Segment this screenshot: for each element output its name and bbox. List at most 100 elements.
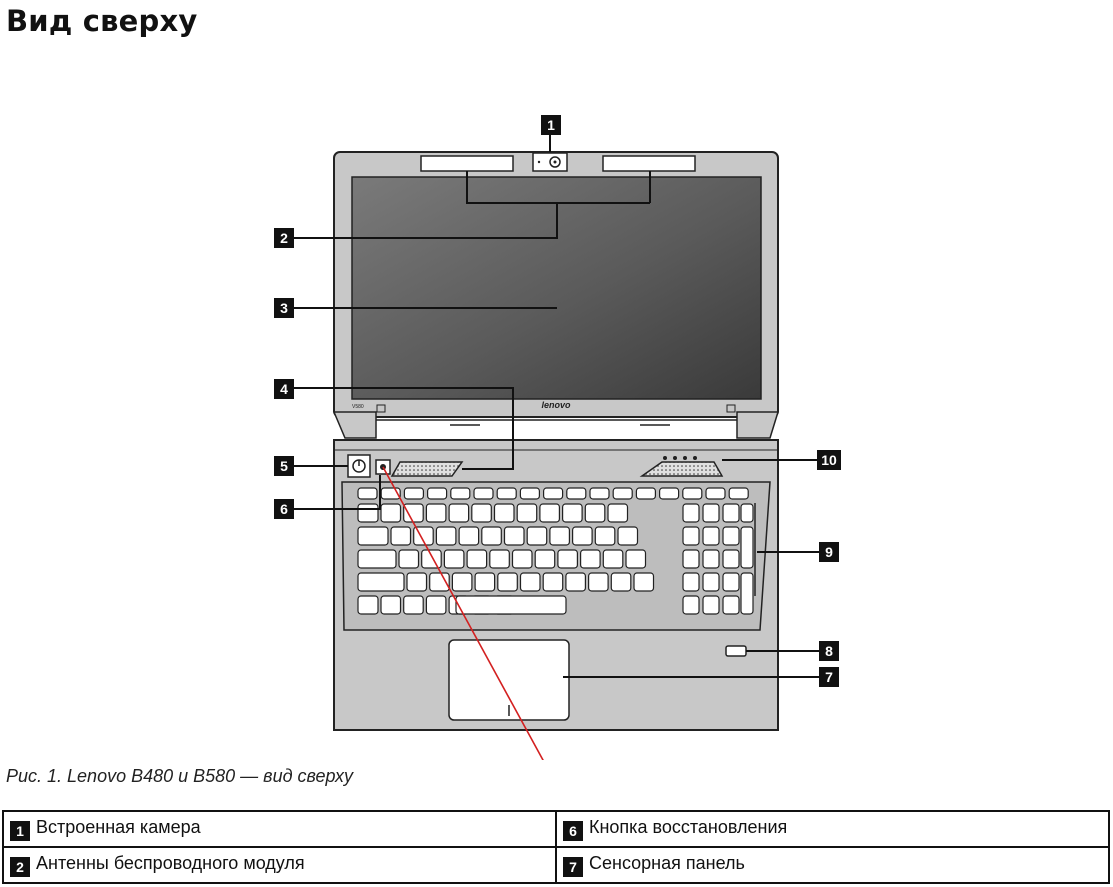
fingerprint-reader — [725, 645, 747, 657]
key — [406, 572, 428, 592]
camera-indicator — [537, 160, 541, 164]
key — [635, 487, 657, 500]
callout-7: 7 — [819, 667, 839, 687]
model-label: V580 — [352, 404, 364, 410]
key — [497, 572, 518, 592]
key — [519, 487, 541, 500]
svg-text:4: 4 — [280, 381, 288, 397]
key — [380, 595, 402, 615]
legend-row: 2 Антенны беспроводного модуля 7 Сенсорная… — [2, 846, 1110, 884]
key — [594, 526, 616, 546]
key — [403, 595, 424, 615]
callout-1: 1 — [541, 115, 561, 135]
key — [380, 503, 402, 523]
key — [398, 549, 420, 569]
key — [493, 503, 515, 523]
svg-text:1: 1 — [547, 117, 555, 133]
legend-text: Сенсорная панель — [589, 853, 745, 873]
key — [403, 503, 424, 523]
key — [584, 503, 606, 523]
callout-5: 5 — [274, 456, 294, 476]
key — [473, 487, 494, 500]
key — [455, 595, 567, 615]
key — [561, 503, 583, 523]
brand-logo: lenovo — [541, 400, 571, 410]
key — [702, 526, 720, 546]
key — [682, 503, 700, 523]
callout-6: 6 — [274, 499, 294, 519]
legend-cell: 1 Встроенная камера — [2, 810, 557, 848]
key — [429, 572, 450, 592]
callout-4: 4 — [274, 379, 294, 399]
key — [722, 549, 740, 569]
key — [357, 503, 379, 523]
key — [474, 572, 496, 592]
legend-text: Встроенная камера — [36, 817, 201, 837]
key — [557, 549, 579, 569]
key — [403, 487, 424, 500]
key — [481, 526, 502, 546]
key — [589, 487, 610, 500]
key — [705, 487, 726, 500]
key — [357, 526, 389, 546]
legend-number: 7 — [563, 857, 583, 877]
key — [542, 487, 564, 500]
key — [702, 549, 720, 569]
callout-lines — [293, 133, 819, 678]
laptop-base — [333, 439, 779, 731]
legend-table: 1 Встроенная камера 6 Кнопка восстановлени… — [2, 810, 1110, 884]
svg-text:5: 5 — [280, 458, 288, 474]
legend-text: Антенны беспроводного модуля — [36, 853, 305, 873]
key — [519, 572, 541, 592]
key — [425, 503, 447, 523]
key — [451, 572, 473, 592]
legend-text: Кнопка восстановления — [589, 817, 788, 837]
laptop-top-view-figure: V580 lenovo — [274, 115, 841, 760]
key — [587, 572, 609, 592]
key — [357, 572, 405, 592]
legend-number: 2 — [10, 857, 30, 877]
speaker-right — [639, 461, 724, 477]
callout-10: 10 — [817, 450, 841, 470]
svg-text:7: 7 — [825, 669, 833, 685]
legend-cell: 6 Кнопка восстановления — [555, 810, 1110, 848]
key — [722, 526, 740, 546]
callout-badges: 1 2 3 4 5 6 7 8 9 10 — [274, 115, 841, 687]
key — [702, 503, 720, 523]
touchpad — [448, 639, 570, 721]
key — [682, 526, 700, 546]
key — [702, 595, 720, 615]
legend-cell: 2 Антенны беспроводного модуля — [2, 846, 557, 884]
key — [617, 526, 639, 546]
key — [658, 487, 680, 500]
key — [427, 487, 448, 500]
svg-text:3: 3 — [280, 300, 288, 316]
legend-cell: 7 Сенсорная панель — [555, 846, 1110, 884]
svg-text:10: 10 — [821, 452, 837, 468]
key — [682, 487, 703, 500]
figure-caption: Рис. 1. Lenovo B480 и B580 — вид сверху — [6, 766, 353, 786]
antenna-left — [420, 155, 514, 172]
key — [503, 526, 525, 546]
legend-row: 1 Встроенная камера 6 Кнопка восстановлени… — [2, 810, 1110, 848]
key — [702, 572, 720, 592]
callout-2: 2 — [274, 228, 294, 248]
key — [390, 526, 412, 546]
callout-9: 9 — [819, 542, 839, 562]
key — [421, 549, 442, 569]
key — [728, 487, 749, 500]
key — [534, 549, 556, 569]
key — [511, 549, 533, 569]
legend-number: 1 — [10, 821, 30, 841]
key — [740, 503, 754, 523]
key — [539, 503, 561, 523]
key — [458, 526, 480, 546]
antenna-right — [602, 155, 696, 172]
svg-text:8: 8 — [825, 643, 833, 659]
key — [425, 595, 447, 615]
keyboard — [357, 487, 754, 615]
key — [471, 503, 492, 523]
key — [357, 549, 397, 569]
legend-number: 6 — [563, 821, 583, 841]
key — [722, 572, 740, 592]
